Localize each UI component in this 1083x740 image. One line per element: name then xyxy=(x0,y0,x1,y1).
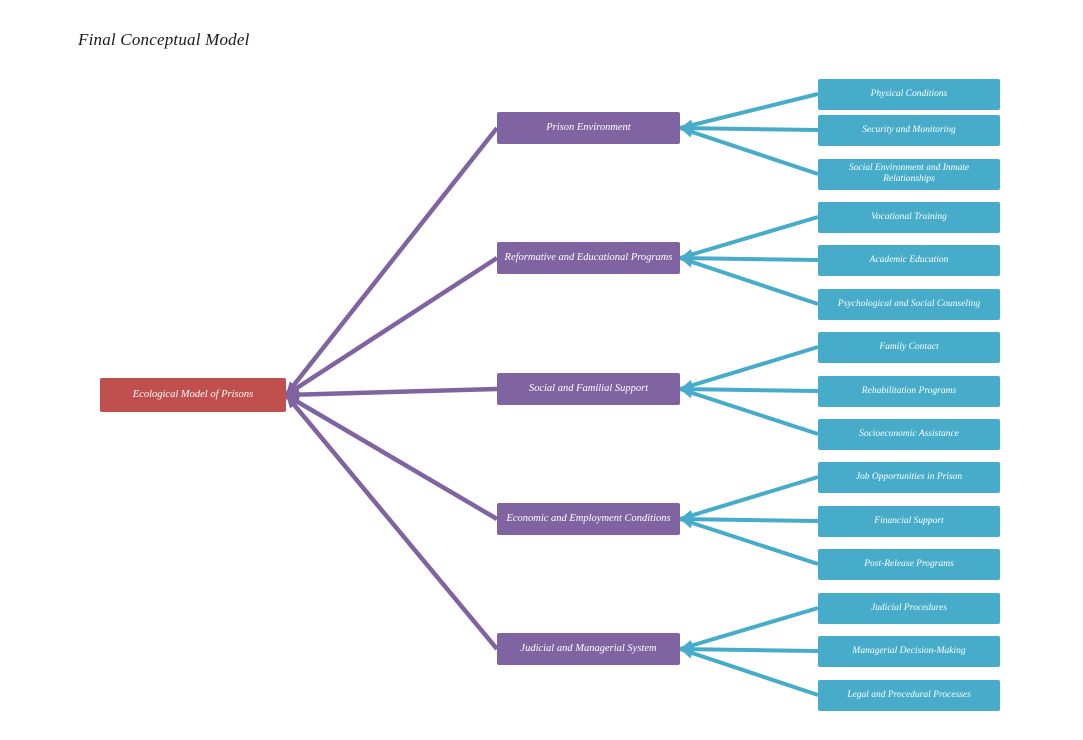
leaf-node-1-3[interactable]: Social Environment and Inmate Relationsh… xyxy=(818,158,1000,190)
root-node[interactable]: Ecological Model of Prisons xyxy=(100,378,286,412)
leaf-node-2-3-label: Psychological and Social Counseling xyxy=(837,298,981,309)
leaf-node-3-2-label: Rehabilitation Programs xyxy=(861,385,957,396)
page-title: Final Conceptual Model xyxy=(78,30,250,49)
root-node-label: Ecological Model of Prisons xyxy=(132,388,254,400)
branch-node-4[interactable]: Economic and Employment Conditions xyxy=(497,503,680,535)
edge-branch-1-to-leaf-3 xyxy=(679,126,819,176)
leaf-node-1-1-label: Physical Conditions xyxy=(870,88,948,99)
branch-node-1-label: Prison Environment xyxy=(546,121,631,133)
edge-root-to-branch-4 xyxy=(284,393,499,521)
edge-branch-3-to-leaf-2 xyxy=(679,383,819,395)
leaf-node-4-2[interactable]: Financial Support xyxy=(818,505,1000,537)
edge-branch-5-to-leaf-3 xyxy=(679,647,819,697)
edge-root-to-branch-3 xyxy=(285,386,498,401)
leaf-node-2-1[interactable]: Vocational Training xyxy=(818,201,1000,233)
leaf-node-4-1-label: Job Opportunities in Prison xyxy=(855,471,963,482)
edge-root-to-branch-1 xyxy=(284,126,499,397)
leaf-node-5-1-label: Judicial Procedures xyxy=(870,602,948,613)
leaf-node-3-2[interactable]: Rehabilitation Programs xyxy=(818,375,1000,407)
leaf-node-4-3[interactable]: Post-Release Programs xyxy=(818,548,1000,580)
leaf-node-5-1[interactable]: Judicial Procedures xyxy=(818,592,1000,624)
leaf-node-2-1-label: Vocational Training xyxy=(871,211,947,222)
leaf-node-3-1-label: Family Contact xyxy=(879,341,939,352)
leaf-node-1-1[interactable]: Physical Conditions xyxy=(818,78,1000,110)
edge-branch-4-to-leaf-2 xyxy=(679,513,819,525)
edge-branch-2-to-leaf-1 xyxy=(679,215,819,260)
edge-branch-2-to-leaf-3 xyxy=(679,256,819,306)
leaf-node-2-2-label: Academic Education xyxy=(869,254,949,265)
leaf-node-2-3[interactable]: Psychological and Social Counseling xyxy=(818,288,1000,320)
branch-node-3-label: Social and Familial Support xyxy=(528,382,649,394)
edge-branch-2-to-leaf-2 xyxy=(679,252,819,264)
leaf-node-5-2-label: Managerial Decision-Making xyxy=(852,645,966,656)
edge-branch-5-to-leaf-1 xyxy=(679,606,819,651)
edge-branch-4-to-leaf-3 xyxy=(679,517,819,566)
leaf-node-1-2-label: Security and Monitoring xyxy=(862,124,956,135)
leaf-node-5-3-label: Legal and Procedural Processes xyxy=(847,689,971,700)
leaf-node-5-2[interactable]: Managerial Decision-Making xyxy=(818,635,1000,667)
leaf-node-3-3[interactable]: Socioeconomic Assistance xyxy=(818,418,1000,450)
edge-branch-4-to-leaf-1 xyxy=(679,475,819,521)
leaf-node-3-3-label: Socioeconomic Assistance xyxy=(859,428,959,439)
edge-branch-3-to-leaf-3 xyxy=(679,387,819,436)
edge-branch-5-to-leaf-2 xyxy=(679,643,819,655)
branch-node-5[interactable]: Judicial and Managerial System xyxy=(497,633,680,665)
leaf-node-5-3[interactable]: Legal and Procedural Processes xyxy=(818,679,1000,711)
leaf-node-4-3-label: Post-Release Programs xyxy=(864,558,954,569)
branch-node-2[interactable]: Reformative and Educational Programs xyxy=(497,242,680,274)
branch-node-2-label: Reformative and Educational Programs xyxy=(504,251,673,263)
edge-root-to-branch-5 xyxy=(284,393,499,651)
leaf-node-4-2-label: Financial Support xyxy=(874,515,944,526)
leaf-node-2-2[interactable]: Academic Education xyxy=(818,244,1000,276)
branch-node-5-label: Judicial and Managerial System xyxy=(520,642,657,654)
edge-root-to-branch-2 xyxy=(284,256,499,397)
leaf-node-3-1[interactable]: Family Contact xyxy=(818,331,1000,363)
leaf-node-4-1[interactable]: Job Opportunities in Prison xyxy=(818,461,1000,493)
edge-branch-3-to-leaf-1 xyxy=(679,345,819,391)
branch-node-3[interactable]: Social and Familial Support xyxy=(497,373,680,405)
leaf-node-1-2[interactable]: Security and Monitoring xyxy=(818,114,1000,146)
branch-node-4-label: Economic and Employment Conditions xyxy=(506,512,671,524)
branch-node-1[interactable]: Prison Environment xyxy=(497,112,680,144)
leaf-node-1-3-label: Social Environment and Inmate Relationsh… xyxy=(848,163,970,184)
edge-branch-1-to-leaf-1 xyxy=(679,92,819,131)
